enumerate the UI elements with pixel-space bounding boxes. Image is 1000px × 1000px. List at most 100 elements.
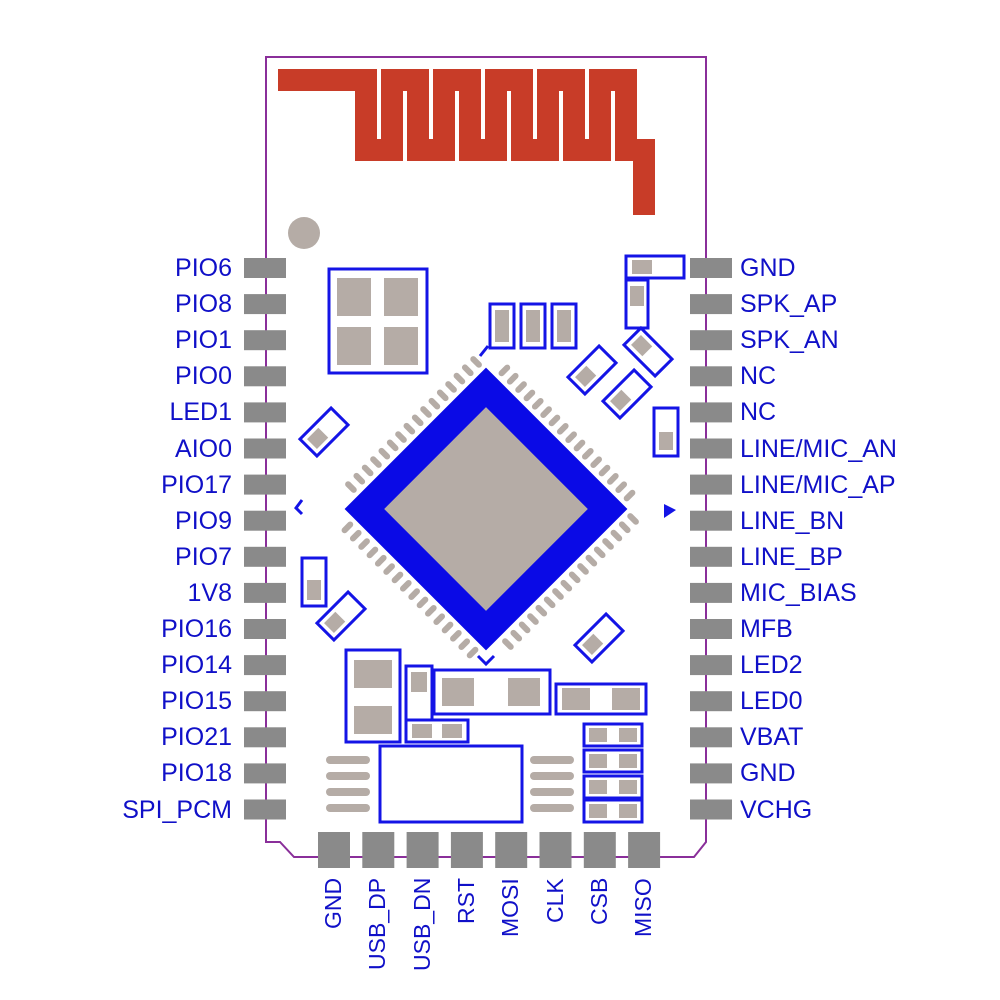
left-pad [244, 402, 286, 423]
chip-pin [428, 397, 441, 410]
chip-pin [618, 521, 631, 534]
right-pin-label: MFB [740, 615, 793, 643]
chip-pin [535, 604, 548, 617]
right-pad [690, 655, 732, 676]
bottom-pad [318, 832, 350, 868]
left-pin-label: PIO21 [161, 723, 232, 752]
bottom-pin-label: MOSI [497, 878, 524, 937]
chip-pin [615, 481, 628, 494]
chip-pin [531, 397, 544, 410]
left-pin-label: PIO1 [175, 326, 232, 355]
crystal-component [327, 267, 429, 375]
caps-top [488, 302, 578, 350]
left-pin-label: PIO15 [161, 687, 232, 716]
bottom-pin-label: USB_DP [364, 878, 391, 971]
module-outline [265, 56, 707, 858]
right-pad [690, 582, 732, 603]
right-pin-label: LED0 [740, 687, 803, 716]
chip-pin [386, 439, 399, 452]
right-pad [690, 474, 732, 495]
right-pad [690, 366, 732, 387]
left-pin-label: SPI_PCM [122, 795, 232, 824]
left-pin-label: PIO16 [161, 615, 232, 643]
pin1-marker [664, 504, 676, 518]
chip-pin [399, 579, 412, 592]
chip-pin [341, 521, 354, 534]
chip-pin [358, 538, 370, 550]
chip-pin [411, 414, 424, 427]
bottom-pin-label: CSB [585, 878, 612, 926]
right-pad [690, 330, 732, 351]
chip-pin [510, 629, 523, 642]
right-pin-label: LINE_BP [740, 542, 843, 571]
chip-pin [461, 364, 474, 377]
chip-pin [366, 546, 379, 559]
left-pad [244, 294, 286, 315]
chip-pin [416, 596, 429, 609]
chip-pin [560, 579, 573, 592]
chip-pin [581, 448, 594, 460]
chip-pin [556, 422, 569, 435]
right-pad [690, 510, 732, 531]
right-pad [690, 402, 732, 423]
chip-pin [378, 447, 391, 460]
chip-pin [610, 529, 623, 542]
right-pad [690, 799, 732, 820]
chip-pin [458, 638, 471, 651]
mounting-dot [288, 217, 320, 249]
left-pin-label: LED1 [169, 398, 232, 427]
left-pad [244, 546, 286, 567]
left-pad [244, 366, 286, 387]
chip-pin [361, 464, 374, 477]
right-pin-label: LINE_BN [740, 506, 845, 535]
left-pin-label: PIO18 [161, 759, 232, 788]
resistor-stack [582, 722, 644, 824]
left-pin-label: PIO17 [161, 470, 232, 499]
left-pad [244, 727, 286, 748]
left-pad [244, 330, 286, 351]
chip-pin [590, 456, 602, 469]
chip-pin [383, 563, 395, 575]
chip-pin [548, 414, 561, 427]
chip-pin [543, 596, 556, 609]
chip-pin [345, 481, 357, 493]
chip-pin [506, 372, 519, 385]
chip-pin [395, 431, 407, 443]
right-pin-label: NC [740, 362, 777, 391]
chip-pin [540, 406, 552, 418]
right-pin-label: VBAT [740, 723, 804, 752]
bottom-pad [362, 832, 395, 868]
left-pin-label: PIO0 [175, 362, 232, 391]
left-pad [244, 619, 286, 639]
components-bottom-left [344, 648, 648, 744]
right-pad [690, 691, 732, 712]
left-pin-label: AIO0 [175, 434, 232, 463]
chip-pin [353, 472, 366, 485]
right-pad [690, 258, 732, 278]
bottom-pin-label: RST [452, 878, 479, 924]
chip-corner-marks [294, 345, 496, 667]
main-chip [341, 356, 639, 659]
chip-pin [433, 613, 446, 625]
chip-pin [565, 431, 577, 443]
chip-pin [602, 538, 614, 550]
right-pin-label: VCHG [740, 795, 813, 824]
chip-pin [425, 604, 437, 617]
bottom-pad [495, 832, 528, 868]
bottom-pad [539, 832, 572, 868]
chip-pin [502, 638, 514, 650]
chip-pin [403, 422, 416, 435]
chip-pin [436, 389, 449, 402]
right-pad [690, 294, 732, 315]
right-pad [690, 727, 732, 748]
chip-pin [627, 513, 639, 525]
right-pin-label: LINE/MIC_AN [740, 434, 897, 463]
bottom-pad [406, 832, 439, 868]
right-pin-label: GND [740, 254, 796, 282]
chip-pin [441, 621, 454, 634]
chip-pin [607, 473, 619, 485]
left-pad [244, 763, 286, 784]
chip-pin [370, 456, 382, 468]
left-pin-label: PIO8 [175, 290, 232, 319]
